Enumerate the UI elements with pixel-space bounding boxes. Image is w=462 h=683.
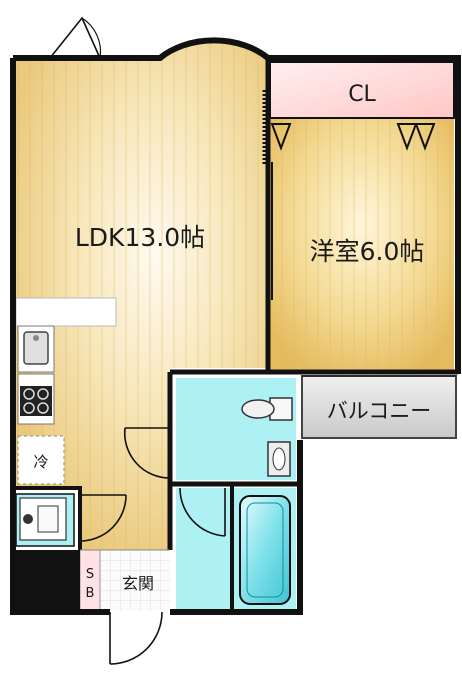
shoebox-label-b: B bbox=[86, 586, 95, 601]
bathtub bbox=[239, 495, 291, 605]
fridge-label: 冷 bbox=[33, 453, 48, 471]
room-label-entrance: 玄関 bbox=[122, 574, 154, 593]
kitchen-counter bbox=[15, 297, 117, 327]
stove-icon bbox=[17, 373, 55, 425]
toilet-icon bbox=[241, 397, 293, 421]
room-label-ldk: LDK13.0帖 bbox=[75, 223, 205, 252]
room-label-closet: CL bbox=[348, 82, 376, 107]
balcony bbox=[301, 375, 457, 439]
walls bbox=[10, 37, 461, 615]
door-swings bbox=[49, 16, 456, 665]
closet-doors bbox=[270, 123, 436, 151]
wall-block bbox=[10, 550, 80, 612]
room-label-western: 洋室6.0帖 bbox=[310, 237, 425, 266]
washing-machine-pan bbox=[15, 493, 75, 547]
ldk-room bbox=[16, 42, 268, 550]
western-room bbox=[270, 118, 454, 370]
room-label-balcony: バルコニー bbox=[327, 399, 432, 423]
kitchen-sink-icon bbox=[17, 325, 55, 373]
wash-basin-icon bbox=[267, 441, 291, 477]
fridge-space bbox=[17, 435, 65, 485]
shoebox-label-s: S bbox=[86, 567, 94, 582]
closet bbox=[269, 61, 455, 119]
entrance-floor bbox=[100, 550, 170, 610]
